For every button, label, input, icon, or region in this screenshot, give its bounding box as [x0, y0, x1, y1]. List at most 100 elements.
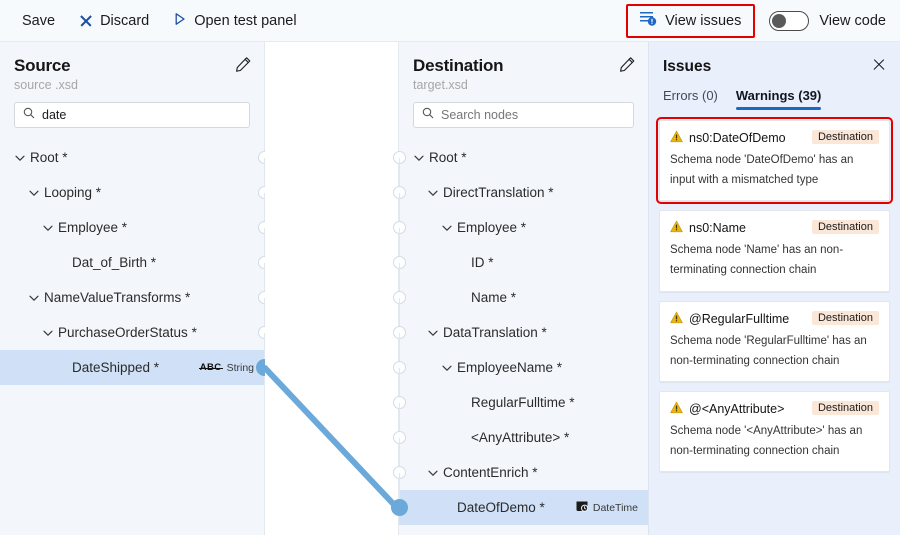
tree-node[interactable]: EmployeeName * [399, 350, 648, 385]
warning-icon [670, 311, 683, 327]
chevron-down-icon[interactable] [441, 222, 453, 234]
destination-filename: target.xsd [413, 78, 468, 92]
abc-string-icon: ABC [198, 362, 223, 373]
tree-node[interactable]: Dat_of_Birth * [0, 245, 264, 280]
connector-handle[interactable] [392, 361, 406, 374]
destination-tree: Root * DirectTranslation * Employee *ID * N… [399, 140, 648, 525]
issues-tabs: Errors (0) Warnings (39) [649, 76, 900, 110]
connector-handle[interactable] [392, 431, 406, 444]
tree-node[interactable]: NameValueTransforms * [0, 280, 264, 315]
tree-node[interactable]: Employee * [0, 210, 264, 245]
destination-search-input[interactable] [441, 108, 625, 122]
view-code-toggle[interactable] [769, 10, 810, 31]
chevron-down-icon[interactable] [413, 152, 425, 164]
tree-node-label: DataTranslation * [443, 325, 547, 340]
issue-card-header: @<AnyAttribute> Destination [670, 400, 879, 417]
tree-node[interactable]: ID * [399, 245, 648, 280]
issue-scope-chip: Destination [811, 130, 879, 144]
node-type-badge: DateTime [576, 500, 648, 515]
issue-node-name: ns0:Name [689, 221, 746, 236]
connector-handle[interactable] [390, 499, 408, 516]
issues-tab[interactable]: Warnings (39) [735, 88, 822, 110]
connector-handle[interactable] [392, 186, 406, 199]
issue-scope-chip: Destination [811, 400, 879, 415]
save-label: Save [22, 12, 56, 29]
tree-node[interactable]: Root * [0, 140, 264, 175]
view-code-toggle-group: View code [769, 10, 886, 31]
tree-node[interactable]: RegularFulltime * [399, 385, 648, 420]
chevron-down-icon[interactable] [42, 222, 54, 234]
issues-list-icon [640, 11, 657, 30]
tree-node-label: <AnyAttribute> * [471, 430, 570, 445]
connector-handle[interactable] [392, 221, 406, 234]
connector-handle[interactable] [392, 256, 406, 269]
datetime-icon [576, 500, 589, 515]
tree-node[interactable]: Looping * [0, 175, 264, 210]
issue-description: Schema node 'Name' has an non-terminatin… [670, 244, 844, 277]
tree-node-label: NameValueTransforms * [44, 290, 191, 305]
chevron-down-icon[interactable] [28, 292, 40, 304]
tree-node[interactable]: Employee * [399, 210, 648, 245]
issue-name: ns0:Name [670, 220, 746, 236]
tree-node[interactable]: Name * [399, 280, 648, 315]
save-button[interactable]: Save [12, 6, 65, 36]
source-search-input[interactable] [42, 108, 241, 122]
connector-handle[interactable] [392, 151, 406, 164]
tree-node-label: Employee * [58, 220, 128, 235]
issue-name: @<AnyAttribute> [670, 401, 784, 417]
node-type-label: DateTime [592, 501, 638, 514]
warning-icon [670, 401, 683, 417]
view-issues-button[interactable]: View issues [634, 8, 747, 34]
chevron-down-icon[interactable] [427, 467, 439, 479]
tree-node[interactable]: DateOfDemo *DateTime [399, 490, 648, 525]
chevron-down-icon[interactable] [427, 187, 439, 199]
chevron-down-icon[interactable] [42, 327, 54, 339]
search-icon [422, 106, 434, 124]
tree-node-label: DirectTranslation * [443, 185, 554, 200]
issue-node-name: ns0:DateOfDemo [689, 131, 786, 145]
tree-node-label: RegularFulltime * [471, 395, 575, 410]
issue-name: ns0:DateOfDemo [670, 130, 786, 146]
tree-node[interactable]: DirectTranslation * [399, 175, 648, 210]
tree-node[interactable]: <AnyAttribute> * [399, 420, 648, 455]
mapping-canvas[interactable] [265, 42, 398, 535]
connector-handle[interactable] [392, 466, 406, 479]
tree-node[interactable]: DataTranslation * [399, 315, 648, 350]
discard-button[interactable]: Discard [69, 6, 159, 36]
tree-node-label: ContentEnrich * [443, 465, 538, 480]
connector-handle[interactable] [392, 396, 406, 409]
chevron-down-icon[interactable] [427, 327, 439, 339]
issues-panel: Issues Errors (0) Warnings (39) ns0:DateO… [648, 42, 900, 535]
tree-node-label: Looping * [44, 185, 102, 200]
chevron-down-icon[interactable] [28, 187, 40, 199]
destination-search-box[interactable] [413, 102, 634, 128]
connector-handle[interactable] [392, 326, 406, 339]
issue-name: @RegularFulltime [670, 311, 789, 327]
tree-node-label: DateShipped * [72, 360, 160, 375]
issue-node-name: @RegularFulltime [689, 311, 790, 326]
connector-handle[interactable] [392, 291, 406, 304]
chevron-down-icon[interactable] [441, 362, 453, 374]
edit-source-schema-icon[interactable] [235, 56, 252, 78]
tree-node[interactable]: PurchaseOrderStatus * [0, 315, 264, 350]
source-panel-header: Source source .xsd [0, 42, 264, 92]
tree-node[interactable]: Root * [399, 140, 648, 175]
issues-header: Issues [649, 42, 900, 76]
tree-node-label: Name * [471, 290, 517, 305]
command-bar: Save Discard Open test panel [0, 0, 900, 42]
chevron-down-icon[interactable] [14, 152, 26, 164]
close-issues-icon[interactable] [872, 58, 886, 72]
source-search-box[interactable] [14, 102, 250, 128]
edit-destination-schema-icon[interactable] [619, 56, 636, 78]
issues-tab[interactable]: Errors (0) [663, 88, 718, 103]
open-test-panel-button[interactable]: Open test panel [163, 6, 306, 36]
tree-node[interactable]: ContentEnrich * [399, 455, 648, 490]
warning-icon [670, 220, 683, 236]
